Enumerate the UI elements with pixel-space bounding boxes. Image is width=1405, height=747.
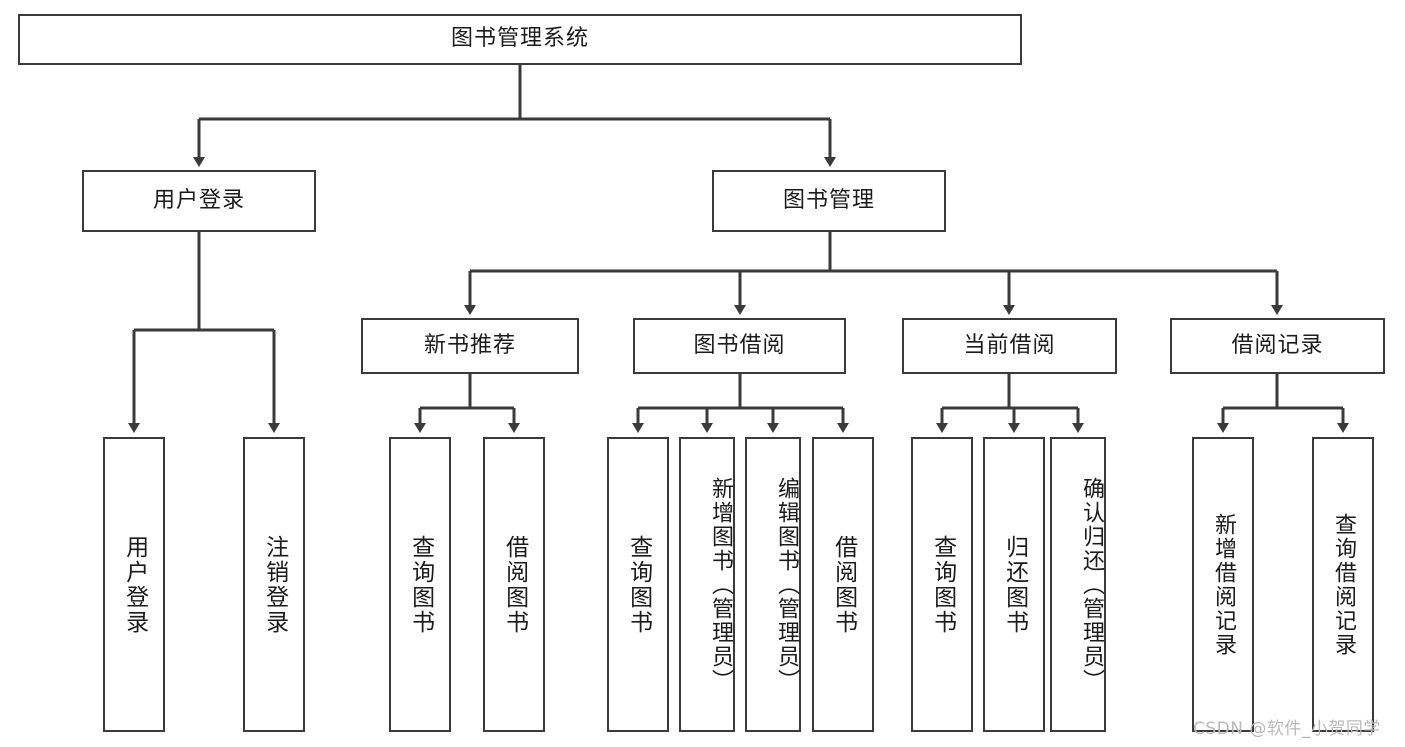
leaf-query-book-borrow-label: 查询图书 (625, 534, 652, 635)
leaf-query-book-current[interactable]: 查询图书 (911, 437, 973, 732)
node-borrow-record-label: 借阅记录 (1231, 332, 1324, 358)
leaf-add-book[interactable]: 新增图书（管理员） (679, 437, 735, 732)
leaf-borrow-book-recommend-label: 借阅图书 (501, 534, 528, 635)
leaf-confirm-return[interactable]: 确认归还（管理员） (1050, 437, 1106, 732)
node-user-login[interactable]: 用户登录 (82, 170, 316, 232)
leaf-borrow-book-label: 借阅图书 (830, 534, 857, 635)
leaf-user-login-label: 用户登录 (121, 534, 148, 635)
leaf-add-borrow-record-label: 新增借阅记录 (1210, 512, 1236, 657)
node-new-book-recommend[interactable]: 新书推荐 (361, 318, 579, 374)
node-root-label: 图书管理系统 (450, 26, 589, 52)
node-new-book-recommend-label: 新书推荐 (423, 332, 516, 358)
node-book-borrow[interactable]: 图书借阅 (633, 318, 846, 374)
csdn-watermark: CSDN @软件_小贺同学 (1193, 719, 1381, 739)
leaf-query-borrow-record[interactable]: 查询借阅记录 (1312, 437, 1374, 732)
node-book-management[interactable]: 图书管理 (712, 170, 946, 232)
leaf-query-borrow-record-label: 查询借阅记录 (1330, 512, 1356, 657)
leaf-borrow-book[interactable]: 借阅图书 (812, 437, 874, 732)
leaf-query-book-current-label: 查询图书 (929, 534, 956, 635)
leaf-query-book-recommend-label: 查询图书 (407, 534, 434, 635)
leaf-confirm-return-label: 确认归还（管理员） (1079, 476, 1104, 693)
node-user-login-label: 用户登录 (152, 187, 245, 213)
leaf-return-book-label: 归还图书 (1001, 534, 1028, 635)
leaf-edit-book[interactable]: 编辑图书（管理员） (745, 437, 801, 732)
node-root[interactable]: 图书管理系统 (18, 14, 1022, 65)
leaf-query-book-recommend[interactable]: 查询图书 (389, 437, 451, 732)
leaf-add-borrow-record[interactable]: 新增借阅记录 (1192, 437, 1254, 732)
leaf-edit-book-label: 编辑图书（管理员） (774, 476, 799, 693)
node-current-borrow[interactable]: 当前借阅 (902, 318, 1117, 374)
node-current-borrow-label: 当前借阅 (963, 332, 1056, 358)
leaf-logout[interactable]: 注销登录 (243, 437, 305, 732)
leaf-borrow-book-recommend[interactable]: 借阅图书 (483, 437, 545, 732)
leaf-logout-label: 注销登录 (261, 534, 288, 635)
node-borrow-record[interactable]: 借阅记录 (1170, 318, 1385, 374)
node-book-borrow-label: 图书借阅 (693, 332, 786, 358)
node-book-management-label: 图书管理 (782, 187, 875, 213)
leaf-user-login[interactable]: 用户登录 (103, 437, 165, 732)
leaf-query-book-borrow[interactable]: 查询图书 (607, 437, 669, 732)
leaf-add-book-label: 新增图书（管理员） (708, 476, 733, 693)
leaf-return-book[interactable]: 归还图书 (983, 437, 1045, 732)
